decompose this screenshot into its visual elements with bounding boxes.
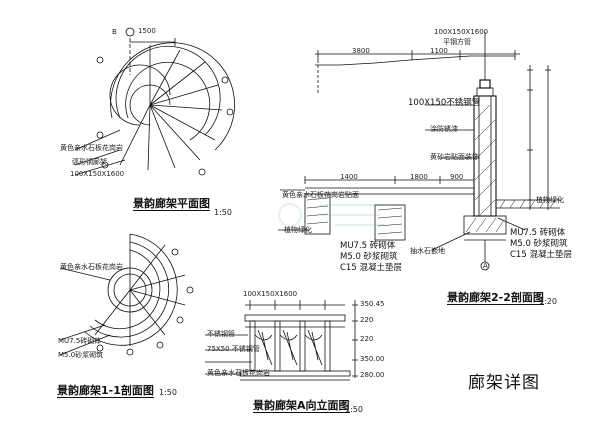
elevation-a-view <box>205 300 358 381</box>
plan-axis-b: B <box>112 28 117 36</box>
section-2-2-dim-b2: 1800 <box>410 173 428 181</box>
section-2-2-axis-a: A <box>483 262 488 270</box>
section-2-2-left-label: 黄色亲水石板花岗岩贴面 <box>282 191 359 199</box>
section-2-2-dim-1: 3800 <box>352 47 370 55</box>
section-2-2-mat-r-2: M5.0 砂浆砌筑 <box>510 239 568 249</box>
elevation-dim-4: 350.00 <box>360 355 385 363</box>
elevation-dim-2: 220 <box>360 316 374 324</box>
plan-view <box>74 27 235 176</box>
elevation-dim-1: 350.45 <box>360 300 385 308</box>
section-2-2-green-right: 植物绿化 <box>536 196 564 204</box>
section-1-1-title: 景韵廊架1-1剖面图 <box>57 384 154 398</box>
section-2-2-steel-pipe: 100X150不锈钢管 <box>408 98 481 108</box>
section-2-2-paint: 涂防锈漆 <box>430 125 458 133</box>
section-2-2-dim-2: 1100 <box>430 47 448 55</box>
section-2-2-mat-l-1: MU7.5 砖砌体 <box>340 241 396 251</box>
section-2-2-tile: 黄砂岩贴面装饰 <box>430 153 479 161</box>
section-2-2-mat-r-3: C15 混凝土垫层 <box>510 250 572 260</box>
plan-dim-top: 1500 <box>138 27 156 35</box>
section-2-2-drain: 抽水石嵌地 <box>410 247 445 255</box>
plan-label-2: 弧形钢廊架 <box>72 158 107 166</box>
plan-label-1: 黄色亲水石板花岗岩 <box>60 144 123 152</box>
section-2-2-mat-r-1: MU7.5 砖砌体 <box>510 228 566 238</box>
section-2-2-title: 景韵廊架2-2剖面图 <box>447 291 544 305</box>
elevation-post-label: 75X50 不锈钢管 <box>207 345 260 353</box>
section-2-2-dim-b1: 1400 <box>340 173 358 181</box>
section-2-2-dim-b3: 900 <box>450 173 464 181</box>
elevation-beam-label: 不锈钢管 <box>207 330 235 338</box>
plan-view-title: 景韵廊架平面图 <box>133 197 210 211</box>
section-2-2-top-dim-sub: 平钢方管 <box>443 38 471 46</box>
section-1-1-view <box>59 233 194 356</box>
section-1-1-mu: MU7.5砖砌体 <box>58 337 102 345</box>
section-1-1-label: 黄色亲水石板花岗岩 <box>60 263 123 271</box>
section-2-2-mat-l-2: M5.0 砂浆砌筑 <box>340 252 398 262</box>
section-2-2-top-dim: 100X150X1600 <box>434 28 489 36</box>
section-1-1-scale: 1:50 <box>159 388 177 397</box>
drawing-title: 廊架详图 <box>468 373 540 393</box>
plan-view-scale: 1:50 <box>214 208 232 217</box>
elevation-a-title: 景韵廊架A向立面图 <box>253 399 350 413</box>
elevation-floor-label: 黄色亲水石板花岗岩 <box>207 369 270 377</box>
section-2-2-green-left: 植物绿化 <box>284 226 312 234</box>
elevation-dim-5: 280.00 <box>360 371 385 379</box>
elevation-dim-3: 220 <box>360 335 374 343</box>
watermark <box>278 203 385 227</box>
elevation-a-scale: 1:50 <box>345 405 363 414</box>
plan-label-3: 100X150X1600 <box>70 170 125 178</box>
section-2-2-scale: 1:20 <box>539 297 557 306</box>
elevation-top-dim: 100X150X1600 <box>243 290 298 298</box>
section-1-1-m5: M5.0砂浆砌筑 <box>58 351 104 359</box>
section-2-2-mat-l-3: C15 混凝土垫层 <box>340 263 402 273</box>
section-2-2-view <box>278 32 560 271</box>
